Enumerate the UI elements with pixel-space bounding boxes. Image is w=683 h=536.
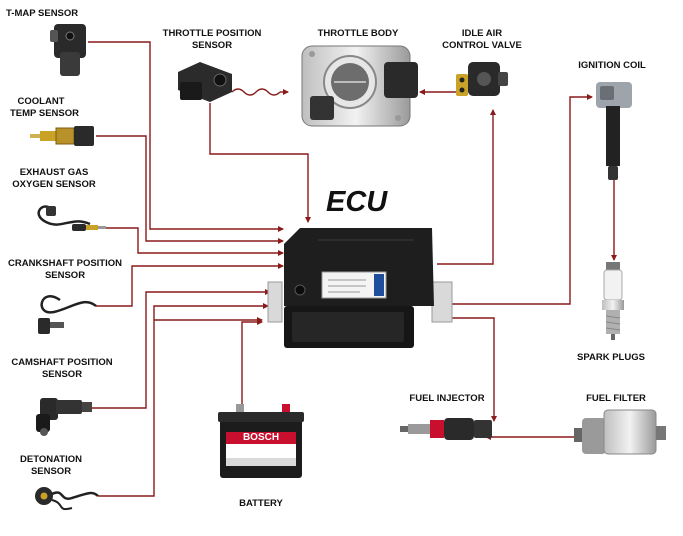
cam-label: CAMSHAFT POSITION SENSOR	[4, 357, 120, 381]
wire-tps	[209, 103, 311, 223]
iac-label: IDLE AIR CONTROL VALVE	[436, 28, 528, 52]
throttle-body-label: THROTTLE BODY	[317, 28, 399, 39]
tps-label-line2: SENSOR	[191, 40, 233, 51]
coolant-label-line2: TEMP SENSOR	[10, 108, 79, 119]
exhaust-label-line2: OXYGEN SENSOR	[12, 179, 96, 190]
wire-coil	[437, 94, 593, 305]
crank-label: CRANKSHAFT POSITION SENSOR	[4, 258, 126, 282]
wire-tmap	[88, 41, 284, 232]
tmap-label: T-MAP SENSOR	[6, 8, 79, 19]
fuel-filter-icon	[574, 409, 666, 455]
throttle-body-icon	[301, 45, 418, 127]
crank-label-line1: CRANKSHAFT POSITION	[8, 258, 122, 269]
wire-crank	[96, 263, 284, 307]
battery-brand: BOSCH	[242, 432, 280, 443]
coolant-label-line1: COOLANT	[17, 96, 65, 107]
wire-battery	[241, 319, 263, 412]
filter-label: FUEL FILTER	[586, 393, 646, 404]
coolant-label: COOLANT TEMP SENSOR	[10, 96, 79, 120]
tps-label-line1: THROTTLE POSITION	[162, 28, 262, 39]
iac-label-line1: IDLE AIR	[461, 28, 503, 39]
tmap-sensor-icon	[50, 24, 86, 76]
fuel-injector-icon	[400, 418, 492, 440]
wires	[88, 41, 617, 497]
exhaust-label-line1: EXHAUST GAS	[19, 167, 89, 178]
ignition-coil-icon	[596, 82, 632, 180]
knock-label-line1: DETONATION	[20, 454, 82, 465]
throttle-sensor-icon	[178, 62, 232, 102]
page-title: ECU	[326, 186, 388, 218]
cam-label-line1: CAMSHAFT POSITION	[11, 357, 113, 368]
wire-exhaust	[106, 227, 284, 256]
crankshaft-sensor-icon	[38, 295, 97, 334]
knock-label-line2: SENSOR	[30, 466, 72, 477]
knock-sensor-icon	[35, 487, 99, 510]
camshaft-sensor-icon	[36, 398, 92, 436]
valve-icon	[456, 62, 508, 96]
wire-tps-squiggle	[231, 88, 281, 96]
wire-coolant	[96, 135, 284, 244]
wire-cam	[92, 289, 271, 409]
ecu-unit	[267, 228, 453, 348]
tps-label: THROTTLE POSITION SENSOR	[158, 28, 266, 52]
exhaust-label: EXHAUST GAS OXYGEN SENSOR	[8, 167, 100, 191]
spark-plug-icon	[602, 262, 624, 340]
plugs-label: SPARK PLUGS	[577, 352, 645, 363]
wire-knock	[98, 303, 269, 497]
oxygen-sensor-icon	[37, 205, 106, 231]
injector-label: FUEL INJECTOR	[409, 393, 485, 404]
crank-label-line2: SENSOR	[44, 270, 86, 281]
knock-label: DETONATION SENSOR	[12, 454, 90, 478]
battery-icon	[218, 404, 304, 478]
wire-injector	[437, 317, 497, 422]
temperature-sensor-icon	[30, 126, 94, 146]
cam-label-line2: SENSOR	[41, 369, 83, 380]
wire-iac	[437, 109, 496, 265]
battery-label: BATTERY	[239, 498, 283, 509]
iac-label-line2: CONTROL VALVE	[442, 40, 522, 51]
coil-label: IGNITION COIL	[578, 60, 646, 71]
